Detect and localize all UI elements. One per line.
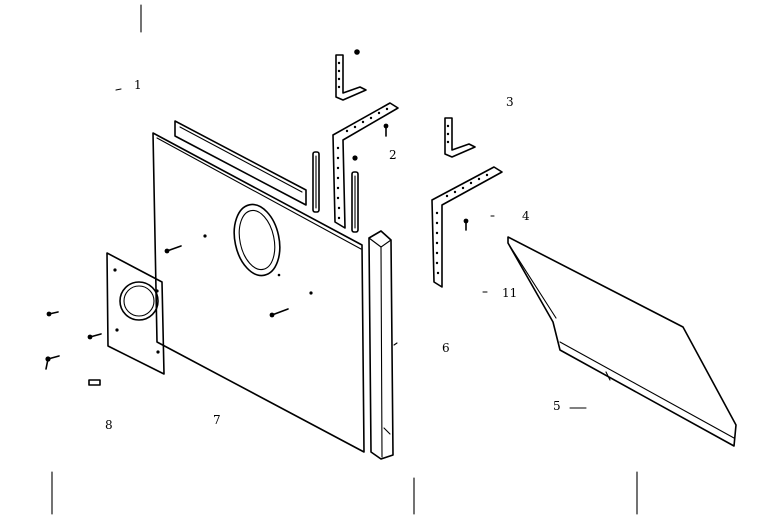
callout-5: 5: [553, 399, 561, 413]
callout-8: 8: [105, 418, 113, 432]
slotted-bars: [312, 151, 359, 233]
part-1-small-bracket: [335, 54, 367, 101]
bracket-2-holes: [336, 107, 389, 220]
callout-11: 11: [502, 286, 517, 300]
part-4-l-bracket: [431, 166, 503, 288]
part-7-side-panel: [152, 132, 365, 453]
callout-1: 1: [134, 78, 142, 92]
scan-rule-lines: [51, 4, 638, 515]
callout-3: 3: [506, 95, 514, 109]
bracket-4-holes: [435, 173, 489, 275]
callout-2: 2: [389, 148, 397, 162]
callout-6: 6: [442, 341, 450, 355]
part-6-corner-channel: [368, 230, 394, 460]
top-channel-strip: [174, 120, 307, 206]
part-8-flue-plate: [106, 252, 165, 375]
callout-7: 7: [213, 413, 221, 427]
screws: [45, 49, 469, 386]
leader-lines: [115, 88, 587, 409]
part-5-sheet: [507, 236, 737, 447]
callout-4: 4: [522, 209, 530, 223]
part-3-small-bracket: [444, 117, 476, 158]
part-2-l-bracket: [332, 102, 399, 229]
